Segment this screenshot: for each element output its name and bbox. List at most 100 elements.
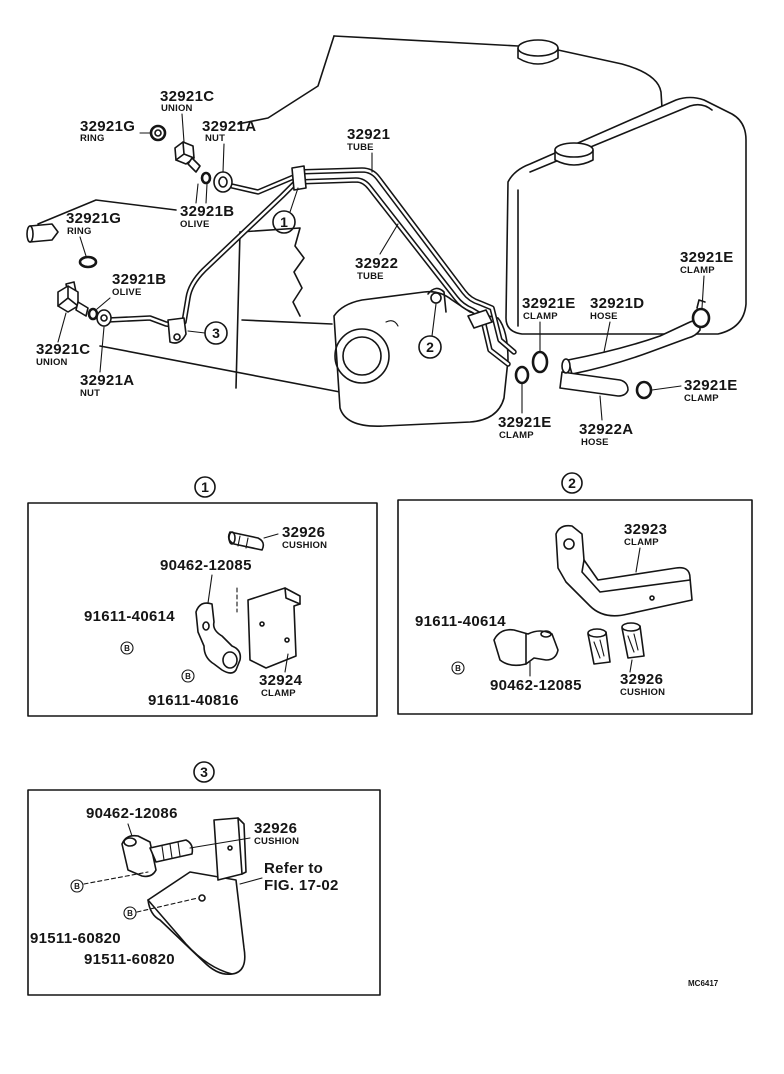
transmission-housing <box>333 287 509 427</box>
fuel-hose-32922a <box>559 371 629 397</box>
detail-ref-marker-1: 1 <box>272 210 296 234</box>
bolt-mark: B <box>120 641 134 655</box>
bolt-mark-label: B <box>455 664 461 673</box>
part-number: 91611-40614 <box>415 613 506 630</box>
part-name: OLIVE <box>180 219 210 230</box>
leader-line <box>289 187 299 213</box>
leader-line <box>629 659 633 673</box>
part-number: 32921B <box>112 271 166 288</box>
front-fuel-tank <box>505 96 747 335</box>
part-name: CUSHION <box>620 687 665 698</box>
tube-clip-90462 <box>195 602 242 674</box>
olive-upper <box>200 171 212 185</box>
part-name: CLAMP <box>523 311 558 322</box>
part-name: CLAMP <box>261 688 296 699</box>
bolt-mark-label: B <box>127 909 133 918</box>
leader-line <box>599 395 603 421</box>
bolt-mark: B <box>70 879 84 893</box>
part-name: CUSHION <box>254 836 299 847</box>
bolt-mark-label: B <box>124 644 130 653</box>
part-number: 90462-12085 <box>160 557 252 574</box>
detail-ref-number: 2 <box>426 339 434 355</box>
part-number: 32921E <box>498 414 552 431</box>
union-left <box>57 281 89 317</box>
union-upper <box>174 141 201 173</box>
fuel-tube-left-branch <box>181 173 303 325</box>
tube-junction-clamp <box>291 165 307 191</box>
leader-line <box>222 143 225 173</box>
part-number: 32926 <box>620 671 663 688</box>
part-number: 32921G <box>66 210 121 227</box>
part-number: 32926 <box>254 820 297 837</box>
part-number: 32926 <box>282 524 325 541</box>
detail-1-panel: 1 B B 32926 CU <box>27 476 378 717</box>
cushion-32926 <box>227 531 265 551</box>
leader-line <box>181 113 185 143</box>
tube-clamp-lower <box>167 317 187 344</box>
main-callouts: 32921C UNION 32921G RING 32921A NUT 3292… <box>36 88 737 448</box>
fuel-hose-32921d <box>567 319 701 375</box>
part-name: HOSE <box>590 311 618 322</box>
detail-3-header: 3 <box>193 761 215 783</box>
leader-line <box>239 877 263 885</box>
part-name: CLAMP <box>684 393 719 404</box>
part-number: 32921G <box>80 118 135 135</box>
ring-upper <box>149 124 167 142</box>
part-name: UNION <box>161 103 193 114</box>
part-number: 32921E <box>680 249 734 266</box>
leader-line <box>57 312 67 343</box>
part-name: HOSE <box>581 437 609 448</box>
tube-clamp-housing <box>467 309 493 329</box>
detail-ref-number: 2 <box>568 475 576 491</box>
part-name: UNION <box>36 357 68 368</box>
part-name: RING <box>67 226 92 237</box>
part-number: 32921B <box>180 203 234 220</box>
tube-clip-90462 <box>121 834 157 878</box>
tube-clip-90462 <box>493 628 559 667</box>
part-number: 91511-60820 <box>30 930 121 947</box>
detail-ref-number: 1 <box>201 479 209 495</box>
bolt-mark: B <box>451 661 465 675</box>
bolt-mark: B <box>181 669 195 683</box>
detail-3-panel: 3 B B 90462-1 <box>27 761 381 996</box>
rear-tank-filler-cap <box>517 39 559 65</box>
housing-bracket <box>427 287 447 313</box>
part-name: CLAMP <box>624 537 659 548</box>
part-number: 32921D <box>590 295 644 312</box>
leader-line <box>701 275 705 309</box>
part-number: 32922A <box>579 421 633 438</box>
cushion-32926 <box>587 628 611 665</box>
leader-line <box>431 303 437 337</box>
engine-fuel-inlet <box>29 223 59 243</box>
part-name: TUBE <box>347 142 374 153</box>
part-name: CUSHION <box>282 540 327 551</box>
leader-line <box>96 297 111 310</box>
nut-left <box>96 309 112 327</box>
clamp-32923 <box>555 524 693 617</box>
leader-line <box>189 837 251 849</box>
hose-clamp <box>514 365 530 385</box>
part-name: NUT <box>80 388 100 399</box>
part-number: 91511-60820 <box>84 951 175 968</box>
leader-line <box>127 823 133 837</box>
part-number: 90462-12086 <box>86 805 178 822</box>
front-tank-filler-cap <box>554 142 594 166</box>
leader-line <box>205 183 208 204</box>
part-number: 91611-40816 <box>148 692 239 709</box>
bolt-mark-label: B <box>74 882 80 891</box>
part-number: 90462-12085 <box>490 677 582 694</box>
leader-line <box>263 533 279 539</box>
leader-line <box>79 236 87 257</box>
rear-fuel-tank <box>237 35 663 125</box>
leader-line <box>195 183 199 204</box>
part-number: 32921C <box>160 88 214 105</box>
part-number: 91611-40614 <box>84 608 175 625</box>
engine-outline <box>26 199 341 393</box>
nut-upper <box>213 171 233 193</box>
detail-1-header: 1 <box>194 476 216 498</box>
detail-ref-number: 3 <box>212 325 220 341</box>
leader-line <box>187 330 206 334</box>
olive-left <box>87 307 99 321</box>
